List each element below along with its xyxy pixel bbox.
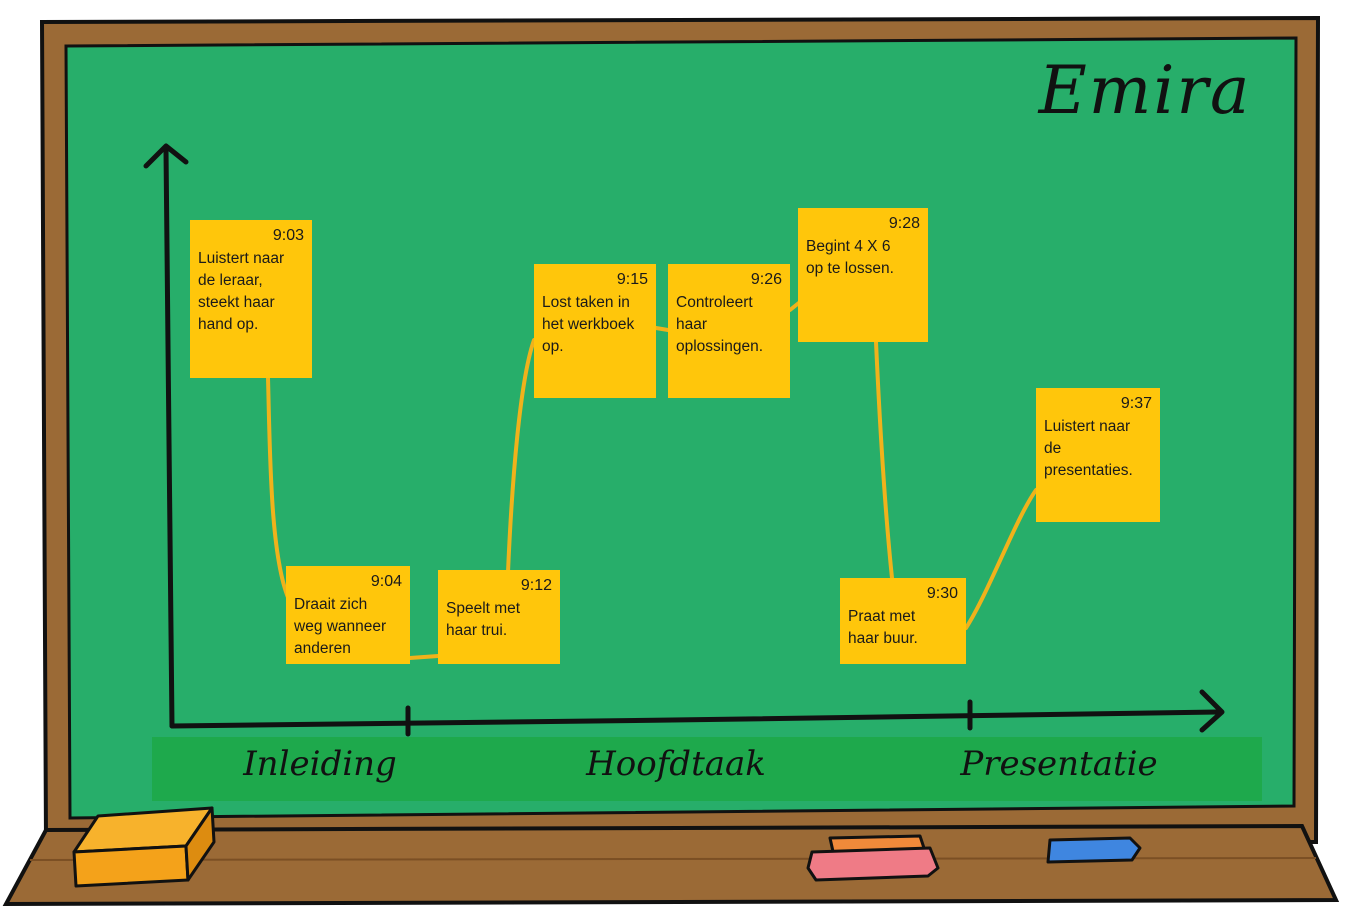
chalk-blue — [1046, 836, 1142, 864]
note-time: 9:12 — [520, 577, 552, 594]
phase-label-hoofdtaak: Hoofdtaak — [586, 744, 766, 784]
x-axis — [169, 709, 1221, 729]
sticky-note-0937: 9:37 Luistert naar de presentaties. — [1036, 388, 1160, 522]
eraser — [72, 806, 216, 888]
sticky-note-0904: 9:04 Draait zich weg wanneer anderen — [286, 566, 410, 664]
sticky-note-0912: 9:12 Speelt met haar trui. — [438, 570, 560, 664]
note-text: Luistert naar de leraar, steekt haar han… — [198, 250, 285, 333]
chalk-pieces — [806, 834, 1142, 882]
axes — [143, 143, 1225, 737]
note-text: Begint 4 X 6 op te lossen. — [806, 238, 894, 277]
note-text: Controleert haar oplossingen. — [676, 294, 764, 355]
y-axis-arrow — [143, 143, 189, 169]
timeline-path — [266, 300, 1038, 660]
note-time: 9:30 — [926, 585, 958, 602]
note-time: 9:26 — [750, 271, 782, 288]
note-time: 9:15 — [616, 271, 648, 288]
chalk-red — [806, 846, 940, 882]
chalk-tray — [2, 823, 1340, 907]
note-text: Lost taken in het werkboek op. — [542, 294, 635, 355]
note-text: Draait zich weg wanneer anderen — [294, 596, 387, 657]
phase-label-inleiding: Inleiding — [243, 744, 397, 784]
sticky-note-0928: 9:28 Begint 4 X 6 op te lossen. — [798, 208, 928, 342]
phase-band — [152, 737, 1262, 801]
note-text: Speelt met haar trui. — [446, 600, 521, 639]
sticky-note-0930: 9:30 Praat met haar buur. — [840, 578, 966, 664]
note-text: Luistert naar de presentaties. — [1044, 418, 1133, 479]
note-text: Praat met haar buur. — [848, 608, 918, 647]
y-axis — [163, 147, 175, 729]
sticky-note-0903: 9:03 Luistert naar de leraar, steekt haa… — [190, 220, 312, 378]
note-time: 9:28 — [888, 215, 920, 232]
sticky-note-0915: 9:15 Lost taken in het werkboek op. — [534, 264, 656, 398]
note-time: 9:37 — [1120, 395, 1152, 412]
x-axis-arrow — [1199, 689, 1225, 733]
note-time: 9:03 — [272, 227, 304, 244]
phase-label-presentatie: Presentatie — [960, 744, 1158, 784]
student-name: Emira — [1038, 52, 1252, 129]
note-time: 9:04 — [370, 573, 402, 590]
sticky-note-0926: 9:26 Controleert haar oplossingen. — [668, 264, 790, 398]
